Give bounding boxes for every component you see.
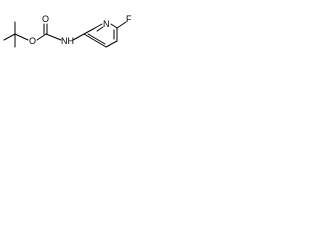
bond-ester-oxygen-to-carbonyl [36, 33, 47, 41]
bond-carbonyl-to-amide-nitrogen [45, 33, 62, 41]
bond-ring-c3-c2 [83, 27, 96, 35]
bond-ring-c4-c3 [83, 33, 107, 48]
bond-ring-inner-c2-n1 [96, 26, 104, 32]
bond-tbu-to-ester-oxygen [14, 33, 29, 41]
bond-ring-n1-c6 [110, 23, 118, 29]
atom-label-ring-nitrogen: N [103, 19, 110, 29]
atom-label-fluorine: F [126, 14, 132, 24]
bond-ring-c2-n1 [94, 23, 103, 29]
bond-amide-nitrogen-to-ring [72, 33, 85, 41]
atom-label-amide-nitrogen: NH [61, 36, 74, 46]
atom-label-ester-oxygen: O [29, 36, 36, 46]
bond-tbu-methyl-left [3, 33, 16, 41]
bond-ring-c5-c4 [105, 40, 118, 48]
bond-ring-to-fluorine [116, 21, 127, 29]
chemical-structure: O O NH N F [3, 14, 132, 48]
atom-label-carbonyl-oxygen: O [42, 14, 49, 24]
bond-ring-inner-c4-c3 [87, 33, 106, 45]
